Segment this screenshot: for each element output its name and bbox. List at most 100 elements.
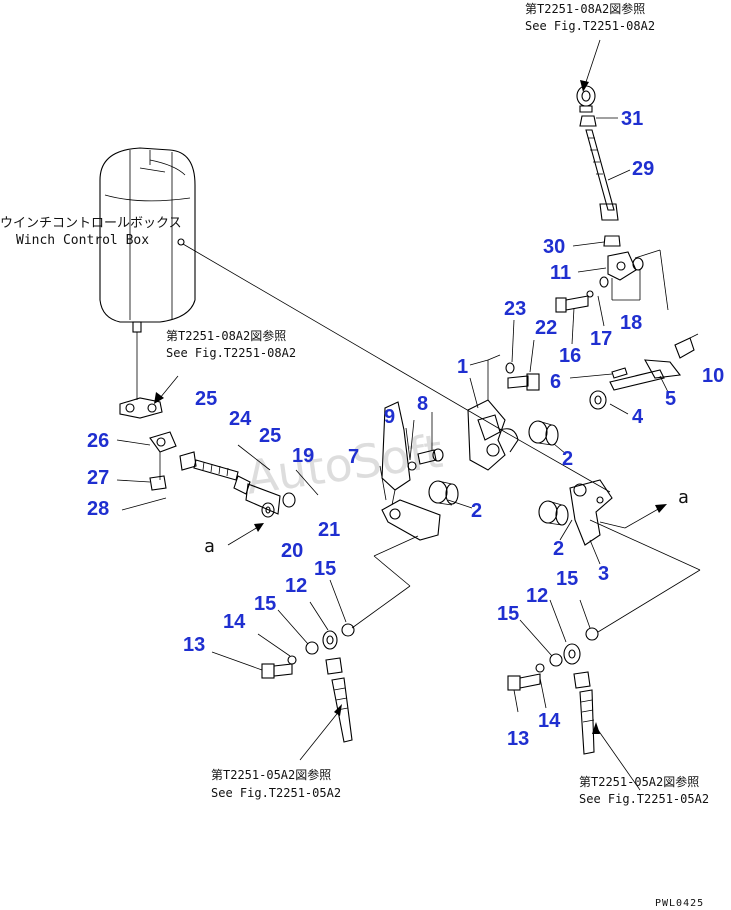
bolt-22: [507, 373, 540, 391]
callout-8: 8: [417, 393, 428, 415]
callout-14b: 14: [538, 710, 561, 732]
bolt-13-left: [261, 663, 293, 679]
callout-21: 21: [318, 519, 340, 541]
washer-15-left-outer: [341, 623, 355, 637]
winch-control-box: [99, 147, 196, 400]
callout-19: 19: [292, 445, 314, 467]
callout-17: 17: [590, 328, 612, 350]
nut-30: [603, 235, 621, 247]
rod-29-end: [599, 203, 619, 221]
bolt-8: [417, 448, 444, 465]
nut-25-left: [179, 451, 197, 471]
callout-2a: 2: [562, 448, 573, 470]
control-cable: [182, 243, 506, 433]
rod-end-12-left: [322, 630, 353, 743]
washer-14-left: [287, 655, 297, 665]
callout-25a: 25: [195, 388, 217, 410]
callout-13a: 13: [183, 634, 205, 656]
washer-14-right: [535, 663, 545, 673]
rod-29: [585, 129, 615, 211]
callout-10: 10: [702, 365, 724, 387]
line-28: [121, 497, 167, 511]
callout-4: 4: [632, 406, 644, 428]
callout-14a: 14: [223, 611, 246, 633]
washer-23: [505, 362, 515, 374]
callout-26: 26: [87, 430, 109, 452]
washer-15-right-outer: [585, 627, 599, 641]
callout-28: 28: [87, 498, 109, 520]
marker-a-left: a: [204, 536, 215, 557]
callout-15a: 15: [314, 558, 336, 580]
pin-6: [611, 367, 628, 379]
callout-2c: 2: [553, 538, 564, 560]
callout-12b: 12: [526, 585, 548, 607]
rod-end-left: [119, 397, 163, 419]
nut-27: [149, 475, 167, 491]
callouts: 31 29 30 11 23 22 16 17 18 10 6 5 4 1 8 …: [87, 108, 724, 750]
washer-small-17: [586, 290, 594, 298]
box-label-en: Winch Control Box: [16, 233, 149, 248]
washer-15-right-inner: [549, 653, 563, 667]
ref-bottom-right-ja: 第T2251-05A2図参照: [579, 774, 699, 789]
callout-27: 27: [87, 467, 109, 489]
rod-end-top: [576, 85, 596, 113]
fitting-10: [674, 333, 699, 359]
callout-29: 29: [632, 158, 654, 180]
yoke-11: [607, 251, 637, 281]
callout-31: 31: [621, 108, 643, 130]
callout-23: 23: [504, 298, 526, 320]
callout-20: 20: [281, 540, 303, 562]
callout-25b: 25: [259, 425, 281, 447]
bolt-16: [555, 295, 589, 313]
bracket-5: [609, 359, 682, 391]
leader-lines: [379, 117, 669, 565]
callout-22: 22: [535, 317, 557, 339]
box-label-ja: ウインチコントロールボックス: [0, 216, 182, 231]
marker-a-right: a: [678, 487, 689, 508]
bushing-2-upper: [528, 420, 559, 446]
callout-13b: 13: [507, 728, 529, 750]
washer-20: [282, 492, 296, 508]
rod-end-19: [245, 483, 281, 518]
callout-2b: 2: [471, 500, 482, 522]
rod-end-26: [149, 431, 177, 480]
control-cable-ext: [504, 431, 611, 493]
callout-7: 7: [348, 446, 359, 468]
lever-arm: [499, 428, 519, 453]
bushing-2-middle: [428, 480, 459, 506]
rod-24: [193, 459, 239, 481]
ref-bottom-left-ja: 第T2251-05A2図参照: [211, 767, 331, 782]
washer-17: [599, 276, 609, 288]
callout-6: 6: [550, 371, 561, 393]
nut-25-right: [233, 475, 251, 495]
ref-left-ja: 第T2251-08A2図参照: [166, 328, 286, 343]
bushing-2-lower: [538, 500, 569, 526]
rod-end-12-right: [563, 643, 595, 755]
ref-bottom-left-en: See Fig.T2251-05A2: [211, 786, 341, 800]
callout-1: 1: [457, 356, 468, 378]
ref-top-ja: 第T2251-08A2図参照: [525, 1, 645, 16]
callout-24: 24: [229, 408, 252, 430]
callout-12a: 12: [285, 575, 307, 597]
ref-bottom-right-en: See Fig.T2251-05A2: [579, 792, 709, 806]
callout-9: 9: [384, 406, 395, 428]
callout-18: 18: [620, 312, 642, 334]
callout-15c: 15: [556, 568, 578, 590]
callout-3: 3: [598, 563, 609, 585]
callout-15d: 15: [497, 603, 519, 625]
ref-left-en: See Fig.T2251-08A2: [166, 346, 296, 360]
pin-18: [632, 257, 644, 271]
bolt-13-right: [507, 673, 541, 691]
washer-4: [589, 390, 607, 410]
ref-top-en: See Fig.T2251-08A2: [525, 19, 655, 33]
callout-16: 16: [559, 345, 581, 367]
callout-11: 11: [550, 262, 571, 284]
drawing-code: PWL0425: [655, 898, 704, 909]
lever-bracket-1: [467, 354, 506, 471]
callout-5: 5: [665, 388, 676, 410]
callout-15b: 15: [254, 593, 276, 615]
washer-15-left-inner: [305, 641, 319, 655]
callout-30: 30: [543, 236, 565, 258]
